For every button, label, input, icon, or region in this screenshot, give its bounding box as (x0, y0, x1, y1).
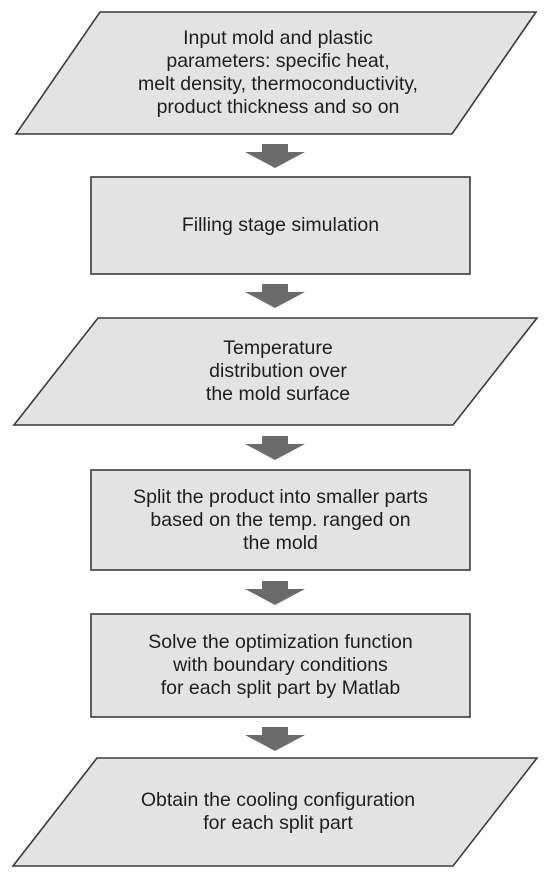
step-6-label: Obtain the cooling configuration for eac… (140, 789, 416, 834)
step-4-label: Split the product into smaller parts bas… (133, 485, 428, 554)
step-3-shape (12, 317, 539, 426)
step-1-label: Input mold and plastic parameters: speci… (138, 27, 418, 118)
step-5-label: Solve the optimization function with bou… (148, 631, 413, 699)
step-2-shape (90, 176, 471, 275)
arrow-4 (245, 581, 305, 605)
step-5-shape (90, 613, 471, 718)
step-2-label: Filling stage simulation (181, 214, 380, 236)
arrow-2 (245, 284, 305, 308)
arrow-1 (245, 144, 305, 168)
arrow-5 (245, 727, 305, 751)
arrow-3 (245, 436, 305, 460)
step-1-shape (14, 11, 538, 135)
step-4-shape (90, 469, 471, 571)
step-3-label: Temperature distribution over the mold s… (205, 337, 351, 405)
step-6-shape (11, 757, 539, 867)
